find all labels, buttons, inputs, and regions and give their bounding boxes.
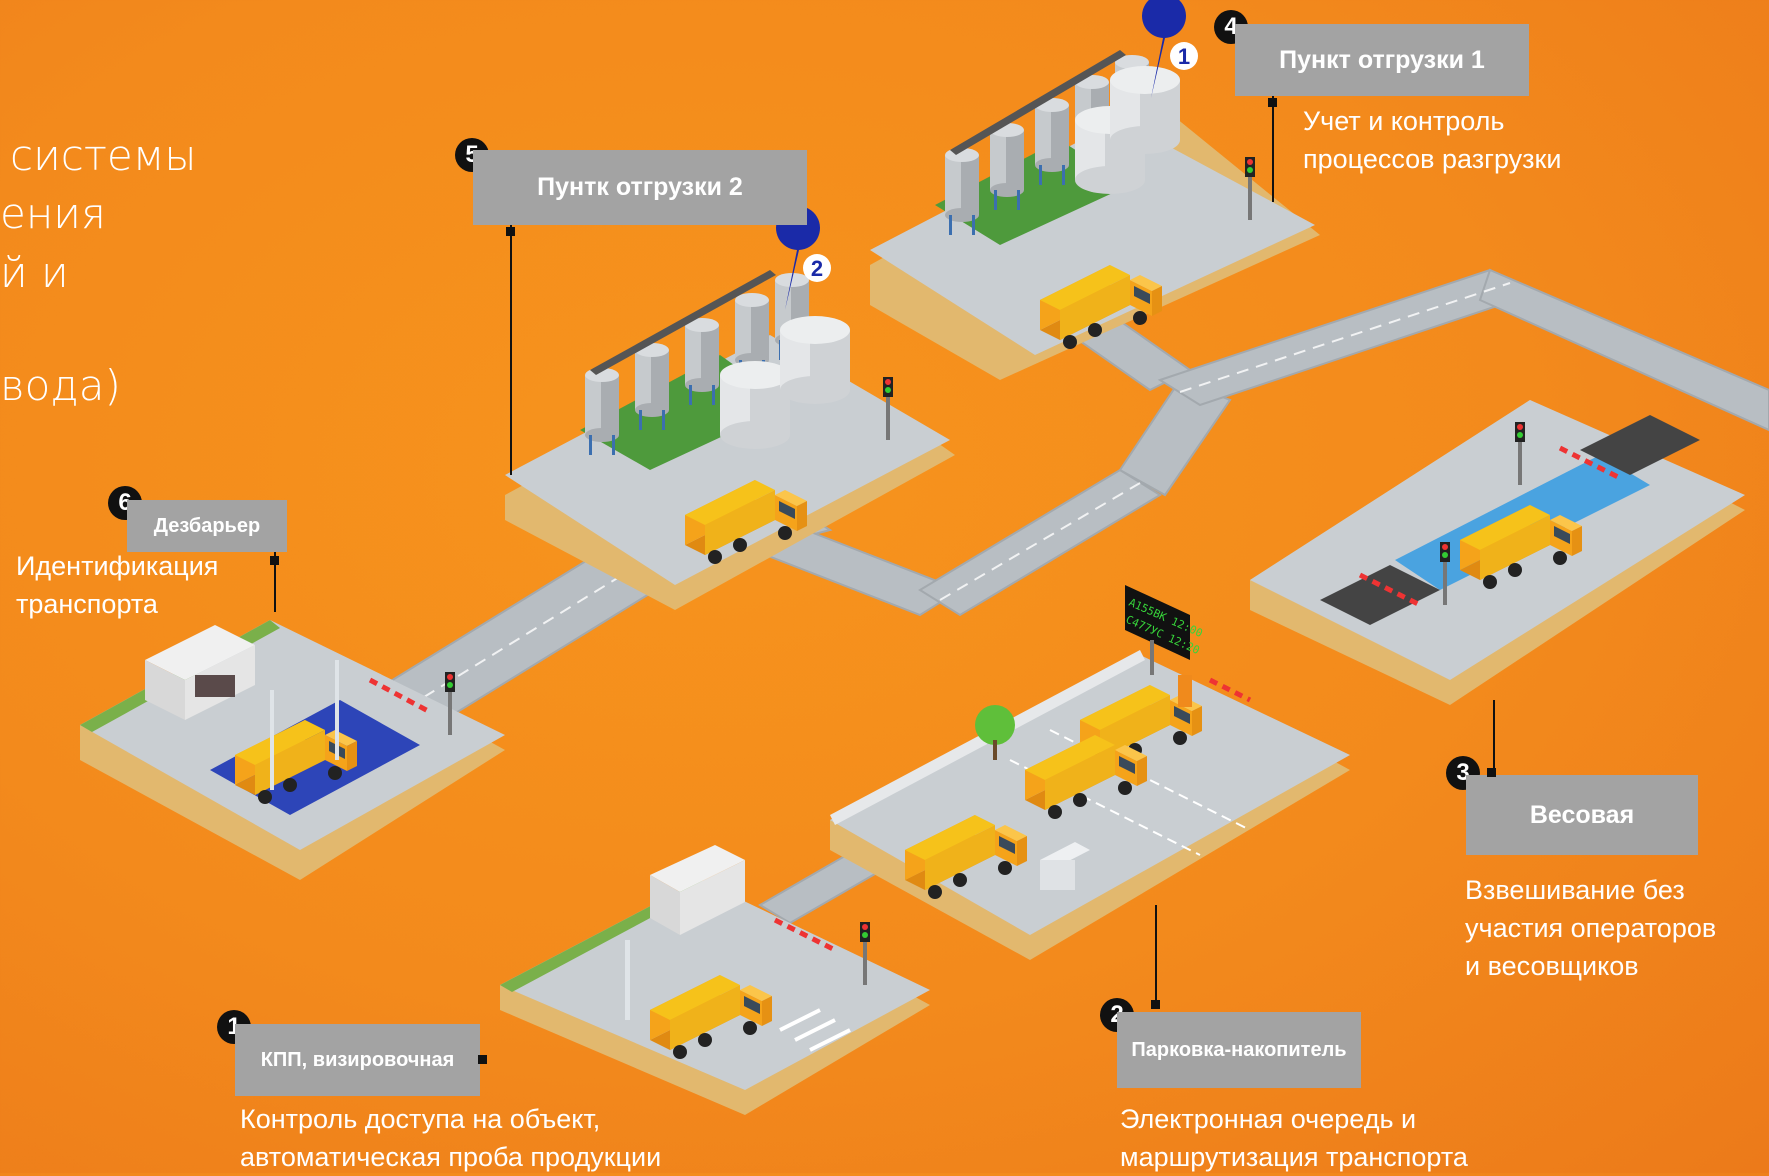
pin-1: 1 <box>1142 0 1198 98</box>
platform-checkpoint <box>500 845 930 1115</box>
station-1-desc-2: автоматическая проба продукции <box>240 1142 662 1172</box>
station-5-label: Пунтк отгрузки 2 <box>473 150 807 225</box>
title-line-3: й и <box>0 248 69 297</box>
station-1-desc-1: Контроль доступа на объект, <box>240 1104 601 1134</box>
station-3-desc-1: Взвешивание без <box>1465 875 1685 905</box>
pin-2: 2 <box>775 206 831 310</box>
platform-parking: А155ВК 12:00 С477УС 12:20 <box>830 585 1350 960</box>
title-line-1: системы <box>10 131 197 180</box>
title-line-2: ения <box>0 189 106 238</box>
pin-1-number: 1 <box>1178 44 1190 69</box>
pin-2-number: 2 <box>811 256 823 281</box>
station-3-label: Весовая <box>1466 775 1698 855</box>
station-6-desc-1: Идентификация <box>16 551 219 581</box>
title-line-4: вода) <box>0 361 121 410</box>
station-2-desc-2: маршрутизация транспорта <box>1120 1142 1468 1172</box>
platform-weighbridge <box>1250 400 1745 705</box>
station-3-desc-2: участия операторов <box>1465 913 1717 943</box>
station-1-label: КПП, визировочная <box>235 1024 480 1096</box>
station-6-label: Дезбарьер <box>127 500 287 552</box>
platform-disinfection <box>80 620 505 880</box>
station-4-number: 4 <box>1214 10 1248 44</box>
station-4-label: Пункт отгрузки 1 <box>1235 24 1529 96</box>
station-2-desc-1: Электронная очередь и <box>1120 1104 1417 1134</box>
platform-loading-2 <box>505 270 955 610</box>
station-4-desc-2: процессов разгрузки <box>1303 144 1562 174</box>
platform-loading-1 <box>870 50 1320 380</box>
station-2-label: Парковка-накопитель <box>1117 1012 1361 1088</box>
station-6-desc-2: транспорта <box>16 589 158 619</box>
station-4-desc-1: Учет и контроль <box>1303 106 1505 136</box>
station-3-desc-3: и весовщиков <box>1465 951 1639 981</box>
